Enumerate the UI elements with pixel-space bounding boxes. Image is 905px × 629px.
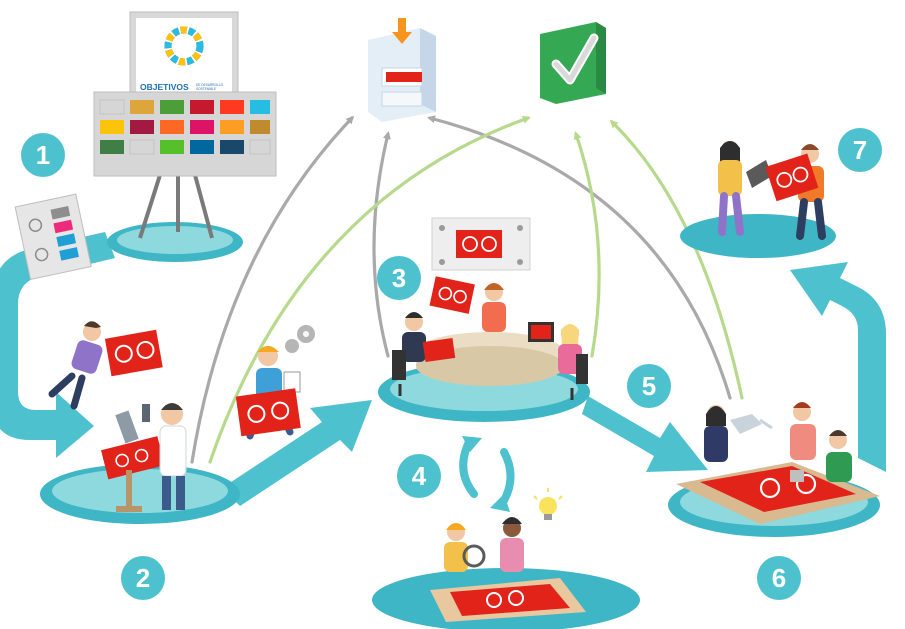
- meeting-scene: [392, 217, 588, 400]
- flow-arrow-6-7: [790, 262, 886, 472]
- platform-7: [680, 214, 836, 258]
- flow-arrow-2-3: [222, 400, 372, 506]
- step-number-4: 4: [412, 461, 427, 491]
- step-number-3: 3: [392, 263, 406, 293]
- flow-arrow-1-2: [0, 232, 115, 458]
- sdg-color-grid: [99, 99, 271, 155]
- person-runner: [48, 321, 163, 410]
- red-card: [104, 329, 163, 377]
- step-number-1: 1: [36, 140, 50, 170]
- step-number-6: 6: [772, 563, 786, 593]
- prototype-scene: [676, 402, 880, 524]
- gray-arrow-3-archive: [372, 131, 391, 358]
- step-badge-4: 4: [397, 454, 441, 498]
- sdg-wheel-icon: [164, 26, 204, 66]
- step-badge-7: 7: [838, 128, 882, 172]
- flow-arrow-3-6: [582, 396, 708, 472]
- workshop-scene: [430, 517, 586, 622]
- platform-1: [107, 222, 243, 262]
- gear-icon: [285, 325, 315, 353]
- step-number-5: 5: [642, 371, 656, 401]
- feedback-arrows: [190, 115, 744, 464]
- flow-arrows: [0, 232, 886, 506]
- gray-arrow-6-archive: [427, 115, 732, 400]
- check-mark-icon: [540, 22, 606, 104]
- step-number-7: 7: [853, 135, 867, 165]
- sdg-board: OBJETIVOS DE DESARROLLO SOSTENIBLE: [93, 11, 277, 239]
- red-card: [235, 388, 301, 437]
- step-badge-5: 5: [627, 364, 671, 408]
- template-card: [14, 193, 92, 280]
- platform-2: [40, 464, 240, 524]
- board-subtitle-1: DE DESARROLLO: [196, 83, 224, 87]
- green-arrow-2-check: [208, 115, 531, 464]
- board-title: OBJETIVOS: [140, 82, 189, 92]
- person-scientist: [101, 403, 187, 512]
- refresh-cycle-icon: [459, 436, 515, 512]
- board-subtitle-2: SOSTENIBLE: [196, 87, 216, 91]
- gray-arrow-2-archive: [190, 115, 355, 464]
- presentation-scene: [718, 141, 826, 240]
- step-badge-6: 6: [757, 556, 801, 600]
- person-with-clipboard: [235, 346, 301, 440]
- step-badge-2: 2: [121, 556, 165, 600]
- step-badges: 1 2 3 4 5 6 7: [21, 128, 882, 600]
- step-number-2: 2: [136, 563, 150, 593]
- step-badge-3: 3: [377, 256, 421, 300]
- filing-cabinet-icon: [368, 18, 436, 122]
- light-bulb-icon: [533, 488, 563, 520]
- step-badge-1: 1: [21, 133, 65, 177]
- green-arrow-3-check: [573, 131, 601, 358]
